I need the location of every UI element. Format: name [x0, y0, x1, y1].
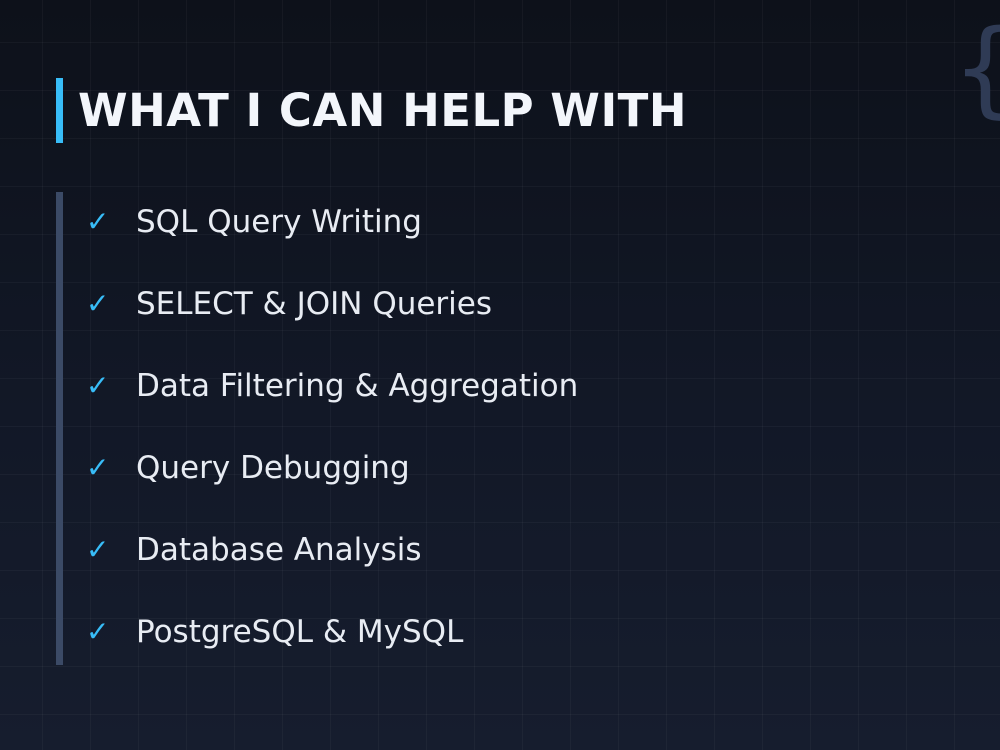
title-accent-bar — [56, 78, 63, 143]
list-item-label: Query Debugging — [136, 449, 410, 486]
list-item-select-join-queries: ✓ SELECT & JOIN Queries — [86, 284, 492, 324]
list-item-database-analysis: ✓ Database Analysis — [86, 530, 422, 570]
slide-header: WHAT I CAN HELP WITH — [56, 78, 687, 143]
slide-title: WHAT I CAN HELP WITH — [78, 84, 688, 137]
curly-brace-decoration-icon: { — [952, 16, 1000, 120]
list-accent-bar — [56, 192, 63, 665]
checkmark-icon: ✓ — [86, 451, 110, 484]
list-item-label: SELECT & JOIN Queries — [136, 285, 493, 322]
checkmark-icon: ✓ — [86, 205, 110, 238]
list-item-label: Database Analysis — [136, 531, 422, 568]
checkmark-icon: ✓ — [86, 369, 110, 402]
list-item-label: PostgreSQL & MySQL — [136, 613, 464, 650]
checkmark-icon: ✓ — [86, 533, 110, 566]
list-item-data-filtering-aggregation: ✓ Data Filtering & Aggregation — [86, 366, 578, 406]
checkmark-icon: ✓ — [86, 287, 110, 320]
list-item-sql-query-writing: ✓ SQL Query Writing — [86, 202, 422, 242]
list-item-postgresql-mysql: ✓ PostgreSQL & MySQL — [86, 612, 463, 652]
list-item-query-debugging: ✓ Query Debugging — [86, 448, 410, 488]
checkmark-icon: ✓ — [86, 615, 110, 648]
list-item-label: SQL Query Writing — [136, 203, 422, 240]
list-item-label: Data Filtering & Aggregation — [136, 367, 579, 404]
